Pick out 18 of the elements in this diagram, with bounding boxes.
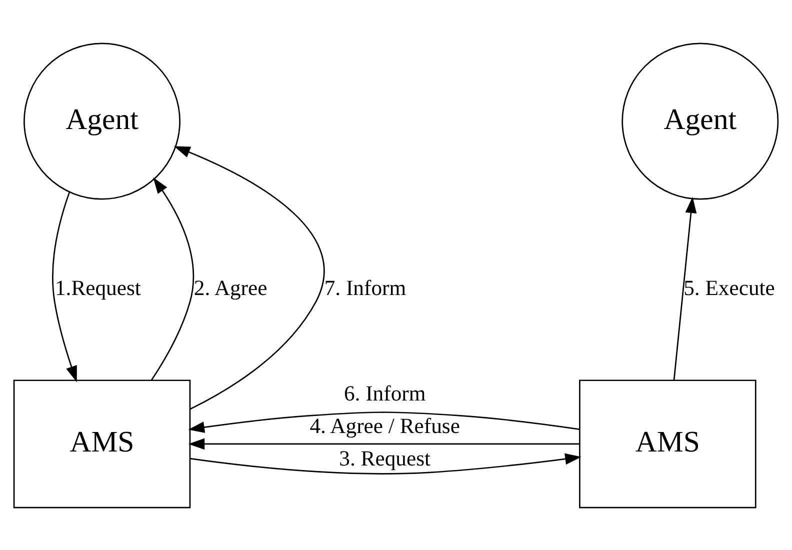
node-box: AMS — [579, 379, 756, 508]
arrow — [190, 452, 582, 474]
arrow — [174, 146, 325, 410]
edge-label: 1.Request — [54, 275, 141, 300]
edge-label: 6. Inform — [344, 380, 426, 405]
node-circle: Agent — [622, 42, 779, 200]
edge-label: 3. Request — [339, 446, 431, 470]
arrow — [151, 176, 194, 380]
arrow — [188, 411, 580, 432]
arrow — [52, 191, 77, 382]
node-circle: Agent — [24, 42, 180, 200]
edge-label: 5. Execute — [684, 275, 775, 300]
edge-label: 4. Agree / Refuse — [310, 413, 460, 438]
arrow — [673, 196, 697, 380]
arrow — [188, 438, 580, 450]
edge-label: 7. Inform — [324, 275, 406, 300]
edge-label: 2. Agree — [194, 275, 268, 300]
node-box: AMS — [13, 379, 191, 508]
